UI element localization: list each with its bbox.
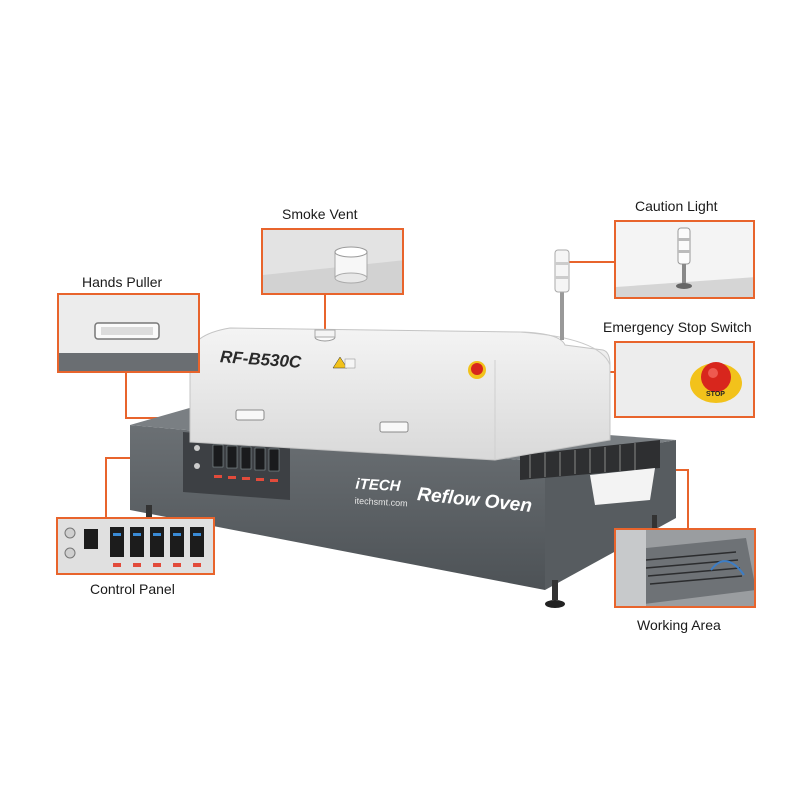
caution-light-label: Caution Light [635, 198, 718, 214]
smoke-vent-detail [263, 230, 402, 293]
brand-logo: iTECH itechsmt.com [354, 476, 409, 515]
hands-puller-inset [57, 293, 200, 373]
caution-light-inset [614, 220, 755, 299]
working-area-inset [614, 528, 756, 608]
emergency-stop-label: Emergency Stop Switch [603, 319, 752, 335]
hands-puller-label: Hands Puller [82, 274, 163, 290]
control-panel-detail [58, 519, 213, 573]
caution-light-detail [616, 222, 753, 297]
smoke-vent-inset [261, 228, 404, 295]
emergency-stop-detail [616, 343, 753, 416]
caution-light-tower [554, 249, 570, 340]
oven-cover [189, 327, 611, 461]
brand-name: iTECH [355, 475, 401, 495]
emergency-stop-inset: STOP [614, 341, 755, 418]
control-panel-inset [56, 517, 215, 575]
control-panel-label: Control Panel [90, 581, 175, 597]
hands-puller-detail [59, 295, 198, 371]
working-area-label: Working Area [637, 617, 721, 633]
working-area-detail [616, 530, 754, 606]
smoke-vent-label: Smoke Vent [282, 206, 358, 222]
brand-website: itechsmt.com [354, 495, 408, 509]
stop-text: STOP [706, 391, 725, 398]
